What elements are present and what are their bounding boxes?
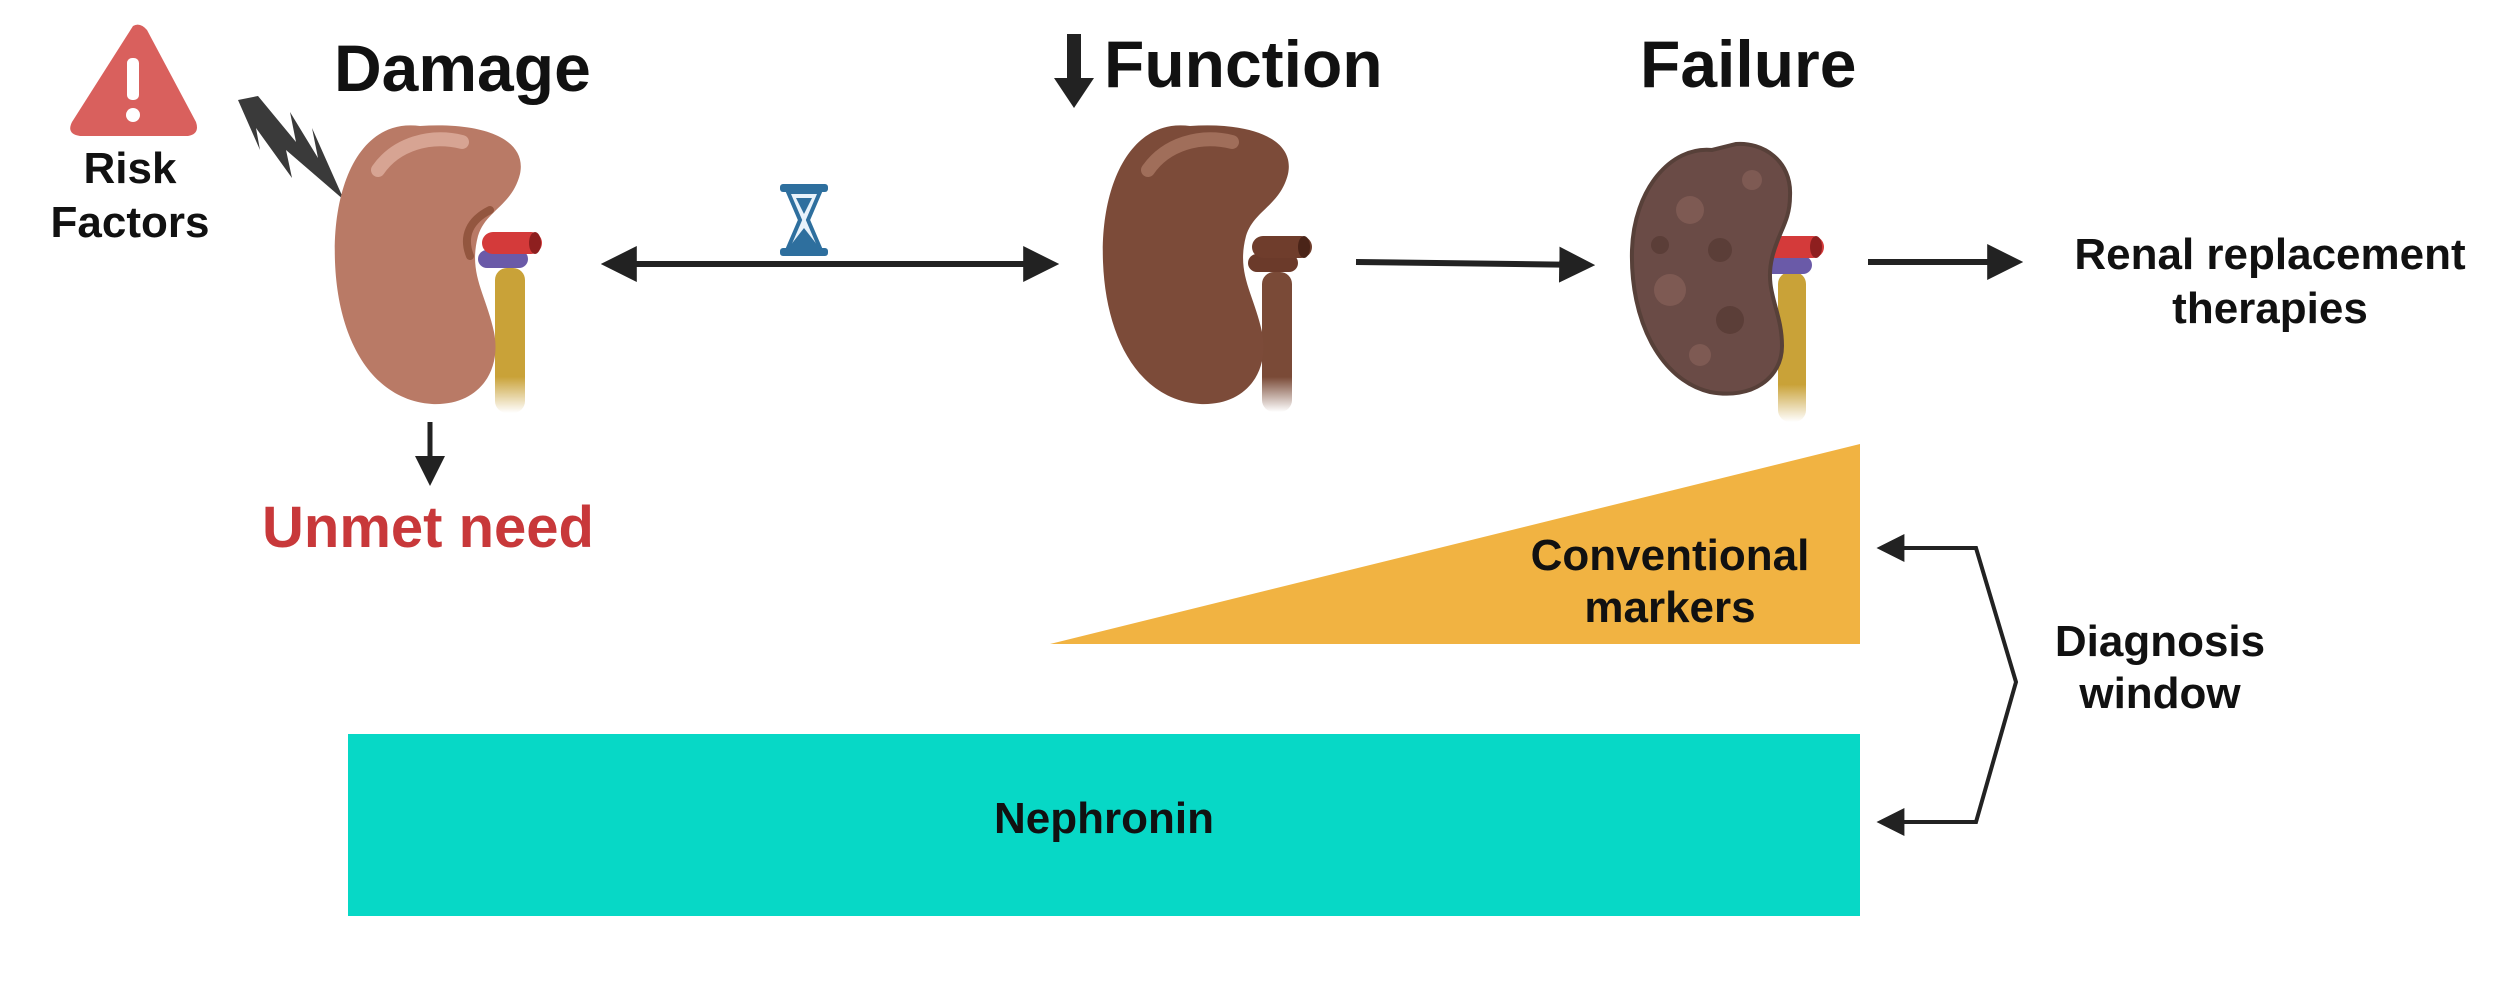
diagnosis-window-line1: Diagnosis — [2054, 617, 2266, 666]
stage-title-function: Function — [1104, 27, 1383, 101]
kidney-icon — [334, 125, 542, 413]
diagnosis-window-label: Diagnosis window — [2030, 616, 2290, 720]
warning-triangle-icon — [70, 24, 197, 137]
kidney-icon — [1102, 125, 1312, 412]
stage-title-damage: Damage — [334, 31, 591, 105]
kidney-icon — [1629, 141, 1824, 422]
hourglass-icon — [780, 184, 828, 256]
stage-title-failure: Failure — [1640, 27, 1857, 101]
lightning-icon — [238, 96, 344, 200]
function-failure-arrow — [1355, 246, 1596, 283]
nephronin-bar — [348, 734, 1860, 916]
renal-replacement-line2: therapies — [2172, 284, 2368, 333]
risk-factors-line2: Factors — [50, 198, 210, 247]
risk-factors-label: Risk Factors — [30, 142, 230, 250]
conventional-markers-wedge — [1050, 444, 1860, 644]
conventional-markers-line2: markers — [1584, 583, 1756, 632]
conventional-markers-line1: Conventional — [1530, 531, 1810, 580]
diagnosis-window-line2: window — [2079, 669, 2241, 718]
down-arrow-icon — [1054, 34, 1094, 108]
unmet-need-label: Unmet need — [262, 495, 594, 560]
renal-replacement-line1: Renal replacement — [2074, 230, 2466, 279]
diagnosis-window-bracket — [1876, 534, 2019, 836]
nephronin-label: Nephronin — [994, 794, 1214, 843]
risk-factors-line1: Risk — [83, 144, 177, 193]
conventional-markers-label: Conventional markers — [1505, 530, 1835, 634]
renal-replacement-label: Renal replacement therapies — [2050, 228, 2490, 336]
